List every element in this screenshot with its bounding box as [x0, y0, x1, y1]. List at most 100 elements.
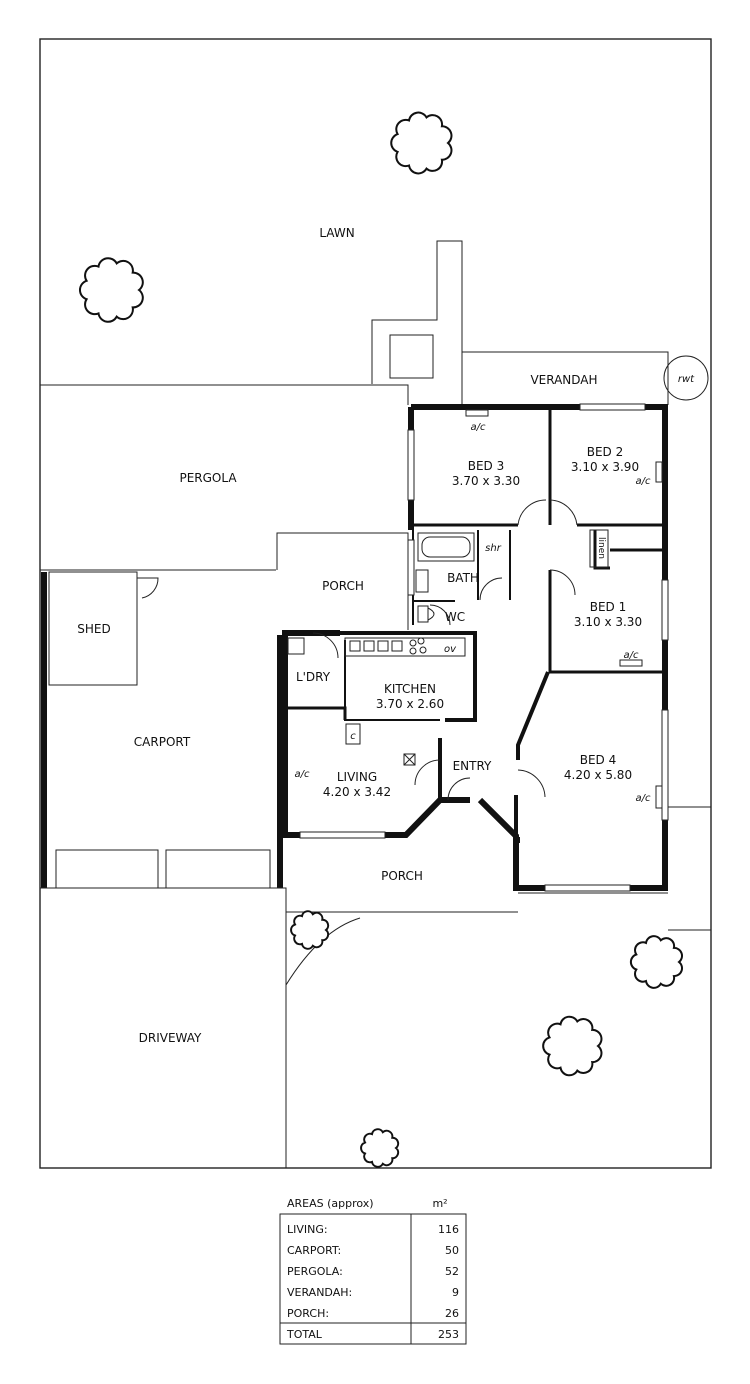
window [579, 403, 646, 411]
room-label: LIVING [337, 770, 377, 784]
door-swing [517, 499, 578, 526]
room-label: L'DRY [296, 670, 331, 684]
door-swing [549, 569, 576, 596]
tree-icon [629, 935, 683, 989]
areas-table-unit: m² [432, 1197, 447, 1210]
window [544, 884, 631, 892]
areas-total-value: 253 [438, 1328, 459, 1341]
rainwater-tank [663, 355, 709, 401]
areas-row-label: VERANDAH: [287, 1286, 352, 1299]
ac-label: a/c [471, 422, 486, 433]
fixture-label: linen [596, 537, 606, 559]
tree-icon [290, 910, 330, 950]
bathtub [417, 532, 475, 562]
trees [78, 111, 683, 1168]
heater-cross [403, 753, 416, 766]
room-dimension: 4.20 x 5.80 [564, 768, 632, 782]
bed3-wall [411, 407, 665, 527]
areas-row-label: PORCH: [287, 1307, 329, 1320]
kitchen-inner-wall [344, 640, 440, 721]
tree-icon [360, 1128, 400, 1168]
areas-row-value: 26 [445, 1307, 459, 1320]
areas-row-label: LIVING: [287, 1223, 328, 1236]
areas-row-value: 116 [438, 1223, 459, 1236]
outdoor-feature-box [389, 334, 434, 379]
room-label: WC [445, 610, 465, 624]
window [299, 831, 386, 839]
laundry-wall [285, 706, 347, 720]
room-dimension: 4.20 x 3.42 [323, 785, 391, 799]
tree-icon [542, 1015, 603, 1077]
room-label: BED 2 [587, 445, 624, 459]
areas-row-value: 50 [445, 1244, 459, 1257]
room-label: BED 3 [468, 459, 505, 473]
room-label: VERANDAH [530, 373, 597, 387]
room-dimension: 3.70 x 3.30 [452, 474, 520, 488]
room-label: PERGOLA [179, 471, 237, 485]
ac-label: a/c [636, 476, 651, 487]
shed [48, 571, 138, 686]
ac-label: a/c [295, 769, 310, 780]
shed-door [137, 577, 159, 599]
dishwasher [391, 640, 403, 652]
areas-table-title: AREAS (approx) [287, 1197, 374, 1210]
laundry-trough [287, 637, 305, 655]
room-label: BED 4 [580, 753, 617, 767]
driveway-outline [40, 887, 287, 1168]
door-swing [517, 769, 546, 798]
room-label: SHED [77, 622, 110, 636]
site-boundary [39, 38, 712, 1169]
room-label: rwt [678, 374, 695, 385]
tree-icon [78, 257, 144, 323]
door-swing [429, 604, 451, 626]
areas-row-label: PERGOLA: [287, 1265, 343, 1278]
pantry-cupboard [345, 723, 361, 745]
areas-total-label: TOTAL [286, 1328, 323, 1341]
door-swing [414, 759, 441, 786]
front-garden-line [285, 929, 711, 1168]
room-label: DRIVEWAY [139, 1031, 202, 1045]
tree-icon [390, 111, 453, 175]
areas-table-frame [279, 1213, 467, 1345]
carport-door-right [165, 849, 271, 889]
window [661, 579, 669, 641]
vanity [415, 569, 429, 593]
toilet [417, 605, 435, 623]
ac-unit [465, 409, 489, 417]
room-label: CARPORT [134, 735, 191, 749]
cooktop-burner [417, 637, 425, 645]
front-path [285, 892, 668, 986]
kitchen-sink [363, 640, 375, 652]
areas-row-value: 52 [445, 1265, 459, 1278]
room-label: BATH [447, 571, 479, 585]
room-label: BED 1 [590, 600, 627, 614]
cooktop-burner [419, 646, 427, 654]
room-label: ENTRY [453, 759, 492, 773]
door-swing [447, 777, 471, 801]
carport-door-left [55, 849, 159, 889]
window [407, 539, 415, 596]
ac-label: a/c [636, 793, 651, 804]
bed4-walls [516, 671, 550, 760]
room-dimension: 3.70 x 2.60 [376, 697, 444, 711]
appliance-label: ov [444, 644, 457, 655]
room-label: PORCH [381, 869, 423, 883]
kitchen-bench [344, 637, 466, 657]
linen-cupboard [589, 529, 609, 568]
kitchen-walls [340, 631, 477, 800]
appliance-label: c [350, 731, 356, 742]
ac-label: a/c [624, 650, 639, 661]
room-dimension: 3.10 x 3.30 [574, 615, 642, 629]
ac-unit [655, 785, 663, 809]
outdoor-feature-outline [371, 240, 463, 405]
window [661, 709, 669, 821]
carport-wall [41, 572, 283, 888]
cooktop-burner [409, 647, 417, 655]
room-label: PORCH [322, 579, 364, 593]
ac-unit [655, 461, 663, 483]
verandah-outline [462, 351, 669, 405]
areas-row-label: CARPORT: [287, 1244, 341, 1257]
heater [403, 753, 416, 766]
pergola-outline [40, 384, 409, 405]
